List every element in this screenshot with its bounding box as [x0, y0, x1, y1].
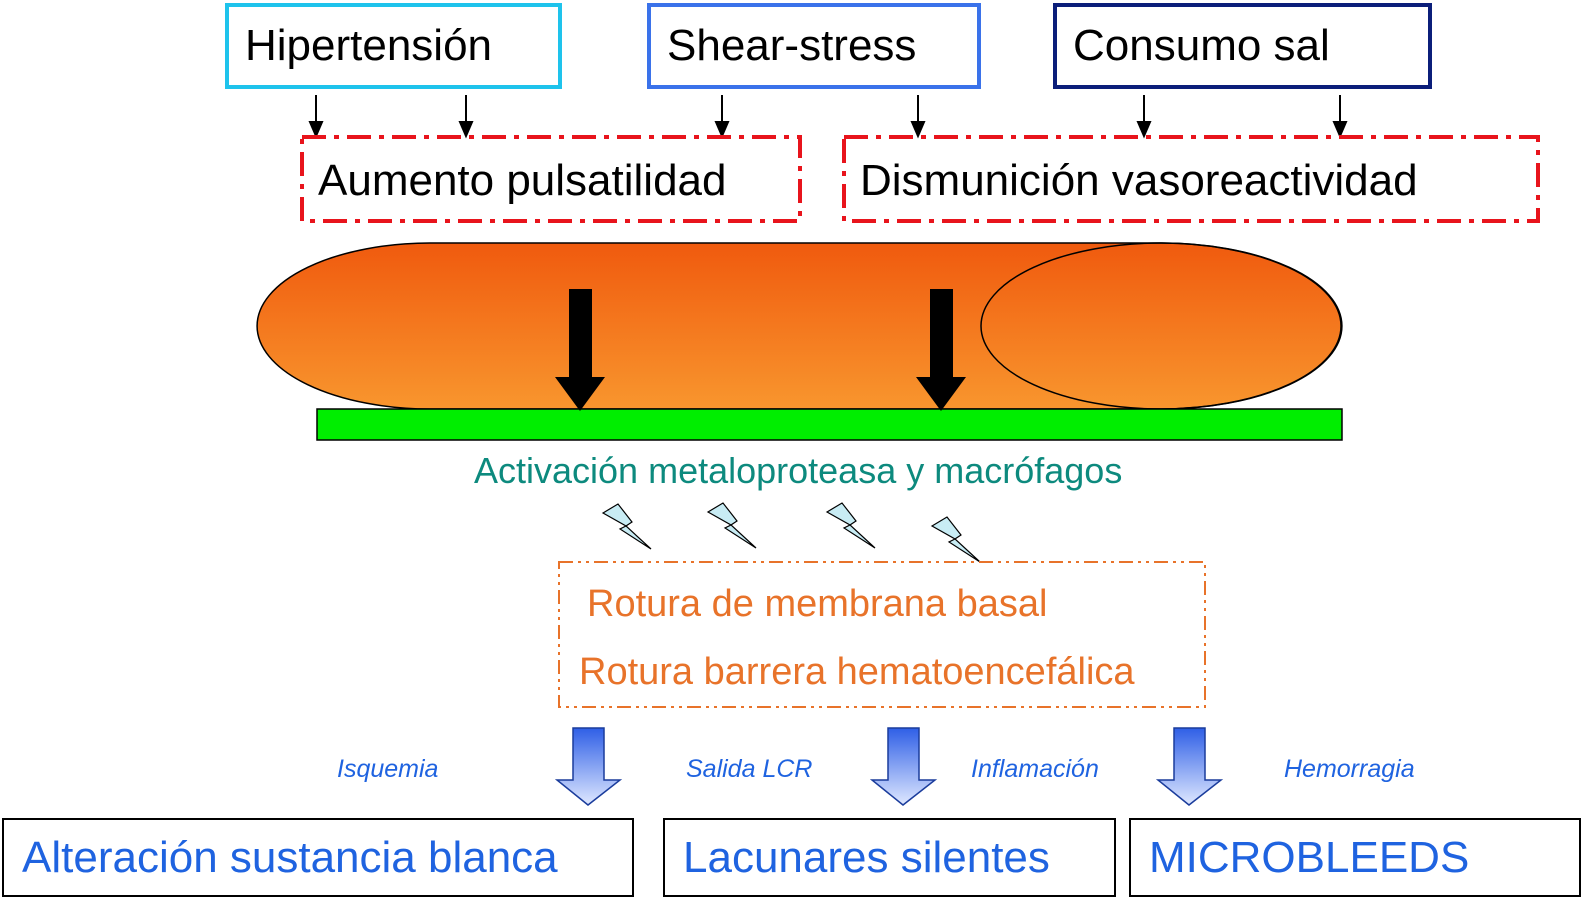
pathway-salida-lcr: Salida LCR: [686, 755, 813, 783]
outcome-alteracion-sustancia-blanca: Alteración sustancia blanca: [2, 818, 634, 897]
cause-arrows: [308, 95, 1348, 139]
process-membrana-basal: Rotura de membrana basal: [587, 583, 1048, 625]
cause-box-hipertension: Hipertensión: [225, 3, 562, 89]
cause-label: Consumo sal: [1073, 21, 1330, 70]
pathway-isquemia: Isquemia: [337, 755, 439, 783]
lightning-icon: [601, 503, 652, 550]
lightning-icon: [930, 516, 981, 563]
outcome-label: MICROBLEEDS: [1149, 832, 1470, 882]
mechanism-label: Aumento pulsatilidad: [318, 156, 727, 205]
gradient-down-arrow-icon: [1155, 727, 1224, 806]
mechanism-label: Dismunición vasoreactividad: [860, 156, 1418, 205]
process-box-border: [558, 561, 1206, 708]
cause-label: Shear-stress: [667, 21, 917, 70]
vessel-shape: [256, 242, 1343, 410]
pathway-inflamacion: Inflamación: [971, 755, 1099, 783]
basal-membrane-bar: [316, 408, 1343, 441]
activation-label: Activación metaloproteasa y macrófagos: [474, 450, 1123, 491]
cause-box-consumo-sal: Consumo sal: [1053, 3, 1432, 89]
mechanism-box-1-border: [300, 135, 802, 223]
process-barrera-hematoencefalica: Rotura barrera hematoencefálica: [579, 651, 1135, 693]
mechanism-box-2-border: [842, 135, 1540, 223]
mechanism-dismunicion-vasoreactividad: Dismunición vasoreactividad: [844, 139, 1538, 223]
outcome-label: Lacunares silentes: [683, 832, 1050, 882]
thick-down-arrow-icon: [916, 289, 966, 411]
thick-down-arrow-icon: [555, 289, 605, 411]
cause-label: Hipertensión: [245, 21, 493, 70]
outcome-label: Alteración sustancia blanca: [22, 832, 558, 882]
mechanism-aumento-pulsatilidad: Aumento pulsatilidad: [302, 139, 800, 223]
lightning-icons: [601, 502, 981, 563]
outcome-arrows: [554, 727, 1224, 806]
pathway-hemorragia: Hemorragia: [1284, 755, 1415, 783]
gradient-down-arrow-icon: [554, 727, 623, 806]
outcome-microbleeds: MICROBLEEDS: [1129, 818, 1581, 897]
gradient-down-arrow-icon: [869, 727, 938, 806]
cause-box-shear-stress: Shear-stress: [647, 3, 981, 89]
outcome-lacunares-silentes: Lacunares silentes: [663, 818, 1116, 897]
lightning-icon: [825, 502, 876, 549]
lightning-icon: [706, 502, 757, 549]
